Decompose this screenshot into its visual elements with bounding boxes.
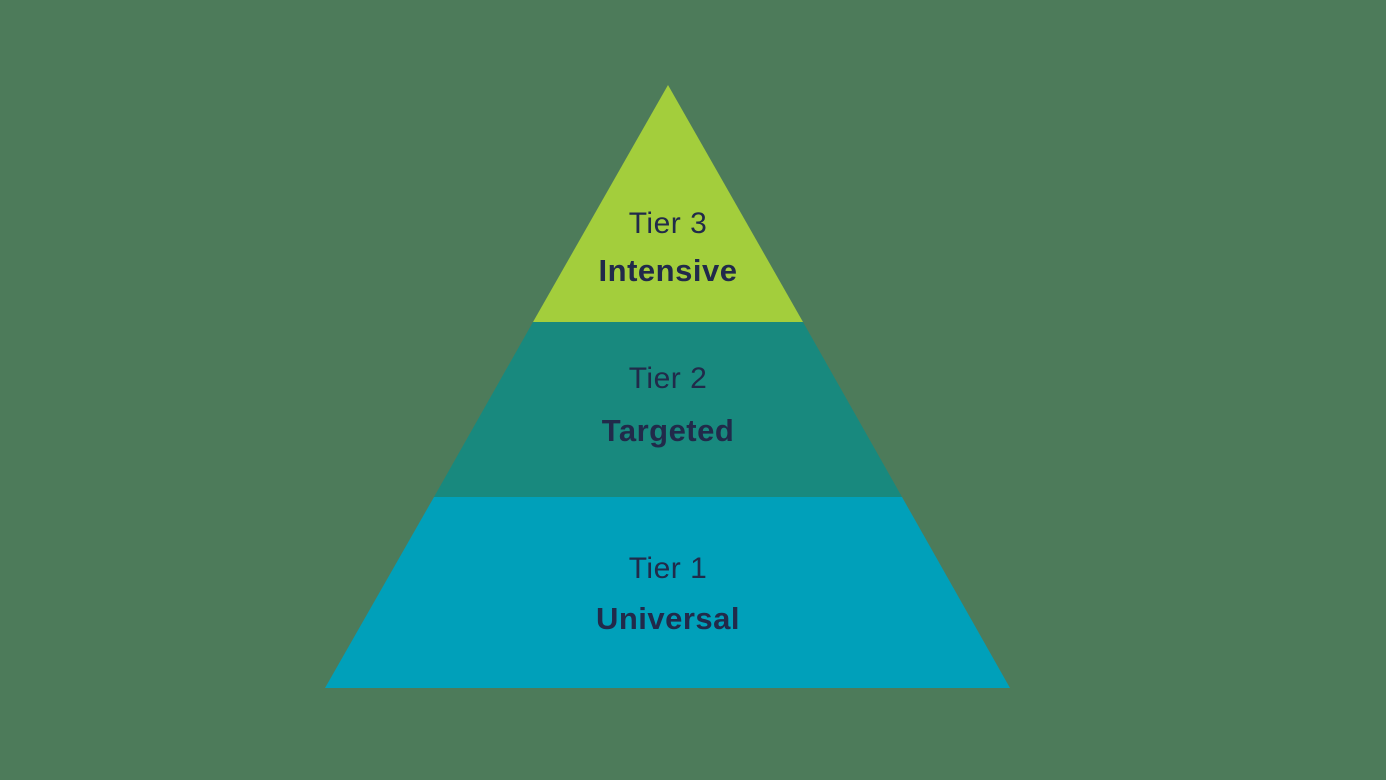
tier-2-title: Tier 2 <box>629 362 708 395</box>
tier-1-title: Tier 1 <box>629 552 708 585</box>
tier-2-segment <box>434 322 902 497</box>
tier-3-label: Intensive <box>599 253 738 288</box>
tier-3-title: Tier 3 <box>629 207 708 240</box>
tier-3-segment <box>533 85 803 322</box>
tier-1-label: Universal <box>596 601 740 636</box>
tier-1-segment <box>325 497 1010 688</box>
tier-2-label: Targeted <box>602 413 735 448</box>
